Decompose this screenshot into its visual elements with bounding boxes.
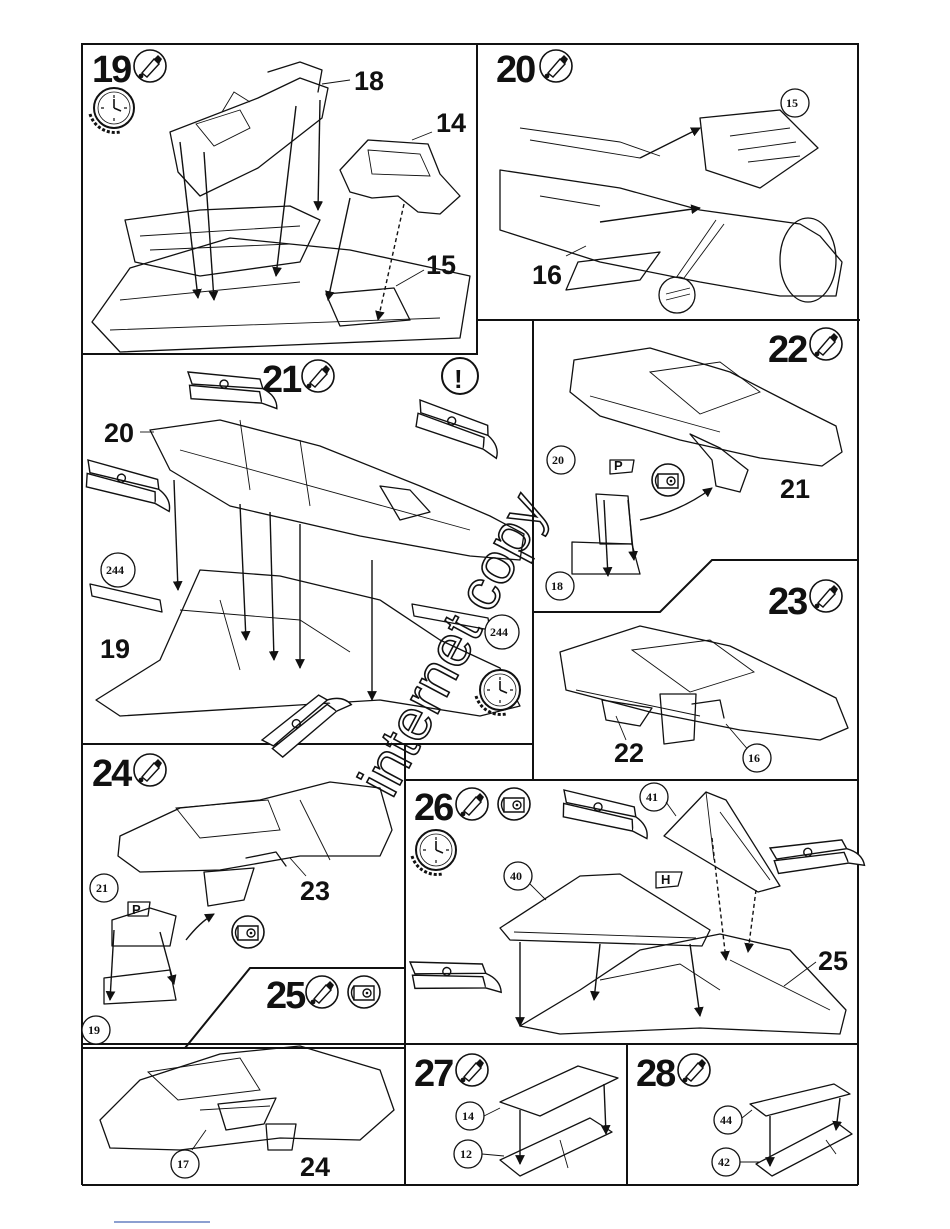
- step-20-panel: 20 15 16: [496, 49, 842, 313]
- part-number-label: 14: [436, 108, 466, 138]
- clock-drying-icon: [90, 88, 134, 133]
- part-number-label: 15: [786, 96, 798, 110]
- part-number-label: 42: [718, 1155, 730, 1169]
- svg-text:!: !: [454, 364, 463, 394]
- sticker-decal-icon: [232, 916, 264, 948]
- glue-tube-icon: [810, 580, 842, 612]
- step-27-number: 27: [414, 1053, 453, 1095]
- glue-tube-icon: [134, 50, 166, 82]
- step-25-number: 25: [266, 975, 306, 1017]
- part-number-label: 44: [720, 1113, 732, 1127]
- part-number-label: P: [132, 902, 141, 917]
- part-number-label: 16: [532, 260, 562, 290]
- step-24-panel: 24 P 23 21 19: [82, 753, 392, 1044]
- part-number-label: 23: [300, 876, 330, 906]
- part-number-label: 19: [100, 634, 130, 664]
- step-26-number: 26: [414, 787, 453, 829]
- part-number-label: H: [661, 872, 670, 887]
- part-number-label: 18: [551, 579, 563, 593]
- watermark-text: internet copy: [346, 482, 559, 806]
- part-number-label: 41: [646, 790, 658, 804]
- step-26-panel: 26 H 41 40 25: [403, 774, 867, 1034]
- part-number-label: 14: [462, 1109, 474, 1123]
- step-28-panel: 28 44 42: [636, 1053, 852, 1176]
- glue-tube-icon: [678, 1054, 710, 1086]
- part-number-label: 20: [552, 453, 564, 467]
- clock-drying-icon: [412, 830, 456, 875]
- step-22-number: 22: [768, 329, 807, 371]
- step-24-number: 24: [92, 753, 132, 795]
- step-23-panel: 23 22 16: [560, 580, 848, 772]
- part-number-label: 40: [510, 869, 522, 883]
- part-number-label: 22: [614, 738, 644, 768]
- step-25-panel: 25 17 24: [100, 975, 394, 1182]
- part-number-label: 18: [354, 66, 384, 96]
- sticker-decal-icon: [652, 464, 684, 496]
- glue-tube-icon: [306, 976, 338, 1008]
- part-number-label: 15: [426, 250, 456, 280]
- sticker-decal-icon: [348, 976, 380, 1008]
- part-number-label: 19: [88, 1023, 100, 1037]
- step-23-number: 23: [768, 581, 807, 623]
- step-28-number: 28: [636, 1053, 675, 1095]
- part-number-label: 17: [177, 1157, 189, 1171]
- part-number-label: 24: [300, 1152, 330, 1182]
- step-19-number: 19: [92, 49, 131, 91]
- part-number-label: 21: [96, 881, 108, 895]
- glue-tube-icon: [134, 754, 166, 786]
- glue-tube-icon: [302, 360, 334, 392]
- part-number-label: 12: [460, 1147, 472, 1161]
- part-number-label: 25: [818, 946, 848, 976]
- part-number-label: 16: [748, 751, 760, 765]
- part-number-label: 21: [780, 474, 810, 504]
- glue-tube-icon: [540, 50, 572, 82]
- step-27-panel: 27 14 12: [414, 1053, 618, 1176]
- part-number-label: 20: [104, 418, 134, 448]
- step-20-number: 20: [496, 49, 535, 91]
- glue-tube-icon: [456, 1054, 488, 1086]
- part-number-label: P: [614, 458, 623, 473]
- glue-tube-icon: [456, 788, 488, 820]
- part-number-label: 244: [106, 563, 124, 577]
- sticker-decal-icon: [498, 788, 530, 820]
- step-19-panel: 19 18 14 15: [90, 49, 470, 352]
- glue-tube-icon: [810, 328, 842, 360]
